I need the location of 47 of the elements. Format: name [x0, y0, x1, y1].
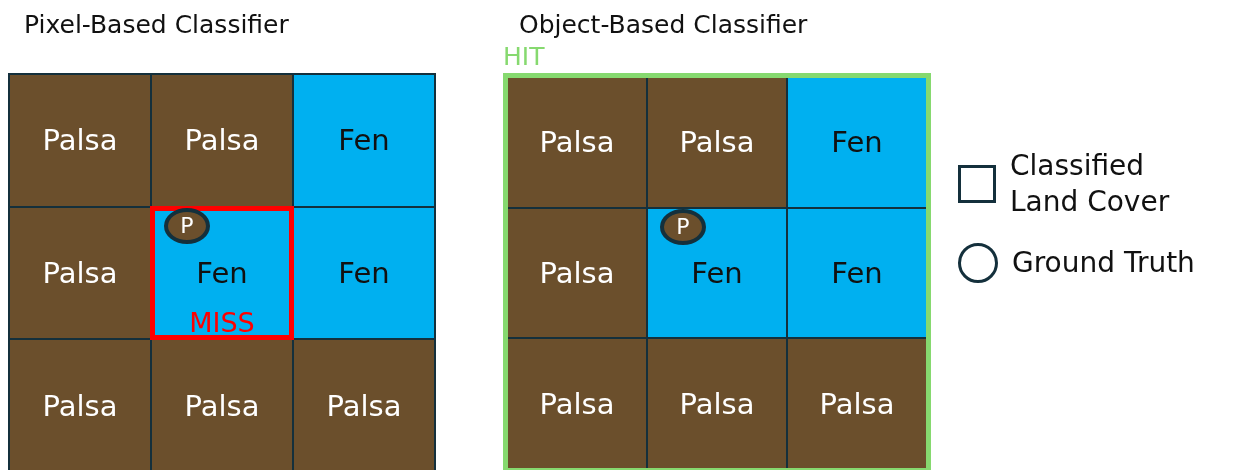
land-cover-cell: [10, 207, 150, 339]
land-cover-cell: [294, 207, 434, 339]
class-label: Fen: [691, 256, 743, 290]
land-cover-cell: [10, 340, 150, 470]
land-cover-cell: [152, 75, 292, 206]
land-cover-cell: [508, 78, 646, 207]
class-label: Palsa: [184, 388, 260, 423]
land-cover-cell: [294, 75, 434, 206]
land-cover-cell: [152, 340, 292, 470]
class-label: Fen: [196, 256, 248, 290]
land-cover-cell: [648, 78, 786, 207]
point-label: P: [180, 214, 194, 237]
ground-truth-point: [660, 208, 706, 245]
class-label: Palsa: [539, 125, 615, 160]
class-label: Palsa: [42, 256, 118, 290]
land-cover-cell: [788, 78, 926, 207]
panel-title: Object-Based Classifier: [519, 10, 808, 39]
panel-title: Pixel-Based Classifier: [24, 10, 289, 39]
ground-truth-point: [164, 207, 210, 244]
classification-grid: [8, 73, 436, 470]
class-label: Palsa: [679, 386, 755, 421]
class-label: Palsa: [539, 256, 615, 290]
class-label: Fen: [338, 256, 390, 290]
land-cover-cell: [648, 208, 786, 338]
class-label: Fen: [831, 256, 883, 290]
land-cover-cell: [508, 339, 646, 468]
class-label: Palsa: [42, 388, 118, 423]
class-label: Fen: [338, 123, 390, 158]
legend-text: Classified Land Cover: [1010, 148, 1171, 221]
class-label: Palsa: [42, 123, 118, 158]
legend-text: Ground Truth: [1012, 244, 1196, 281]
land-cover-cell: [10, 75, 150, 206]
point-label: P: [676, 215, 690, 238]
result-label: MISS: [189, 309, 255, 337]
classification-grid: [503, 73, 931, 470]
class-label: Palsa: [679, 125, 755, 160]
result-label: HIT: [503, 44, 545, 69]
land-cover-cell: [788, 339, 926, 468]
class-label: Palsa: [539, 386, 615, 421]
land-cover-cell: [648, 339, 786, 468]
land-cover-cell: [294, 340, 434, 470]
class-label: Palsa: [326, 388, 402, 423]
class-label: Palsa: [819, 386, 895, 421]
class-label: Fen: [831, 125, 883, 160]
land-cover-cell: [788, 208, 926, 338]
land-cover-cell: [508, 208, 646, 338]
class-label: Palsa: [184, 123, 260, 158]
